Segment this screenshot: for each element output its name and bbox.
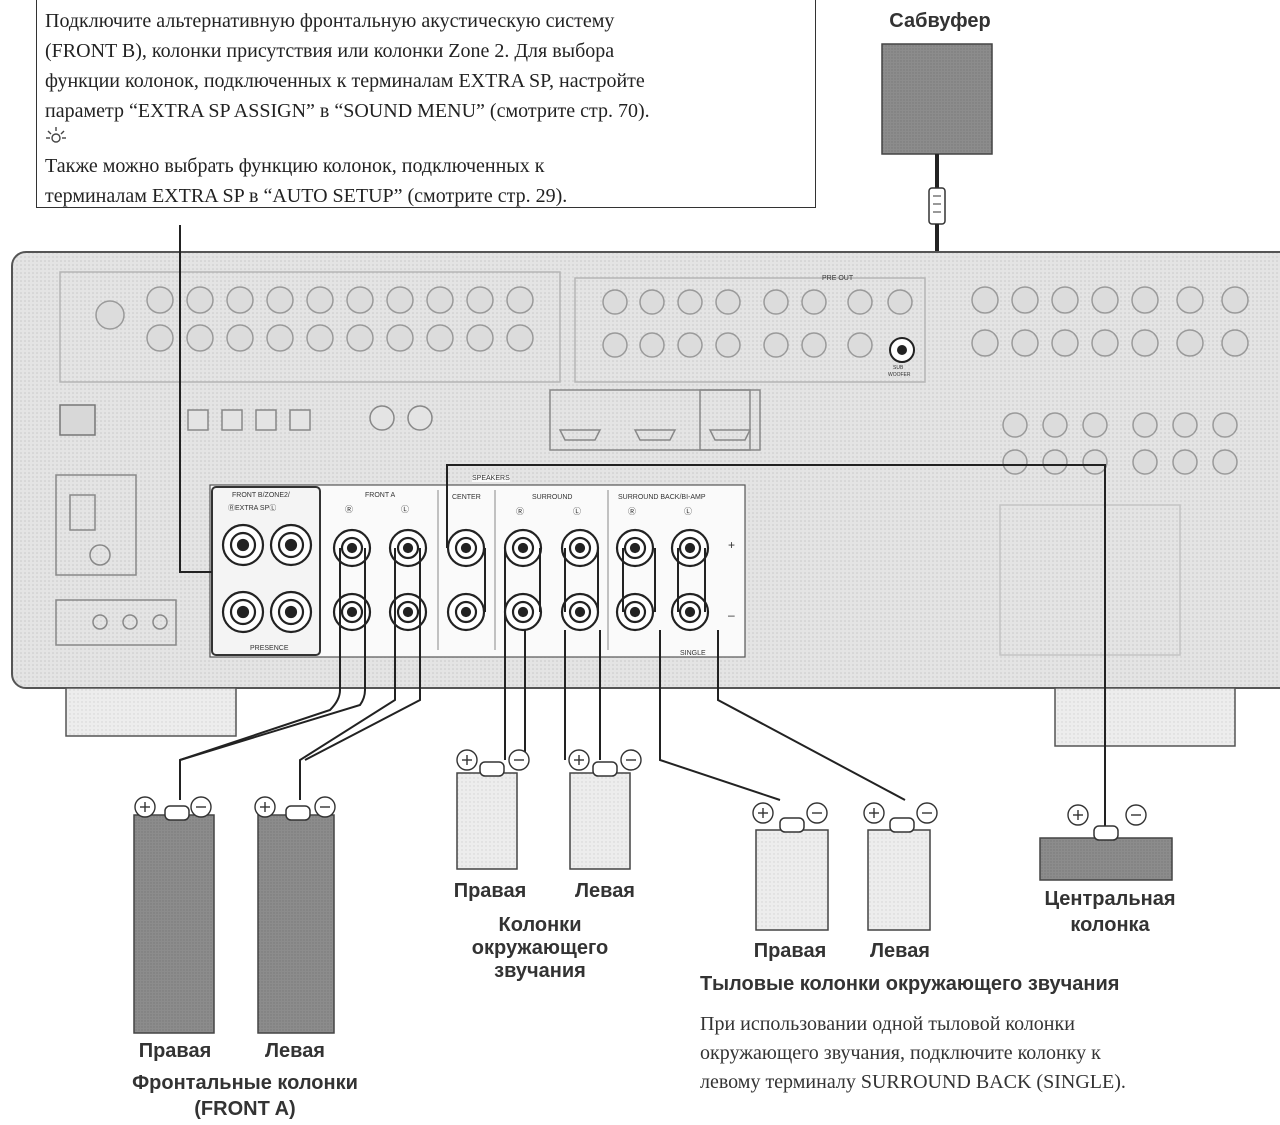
- surround-left-speaker: [569, 761, 631, 870]
- surround-left-label: Левая: [575, 880, 635, 902]
- front-group-label: Фронтальные колонки: [132, 1072, 358, 1094]
- tip-line: терминалам EXTRA SP в “AUTO SETUP” (смот…: [45, 185, 568, 207]
- surround-right-label: Правая: [453, 880, 527, 902]
- front-left-label: Левая: [265, 1040, 325, 1062]
- speaker-terminals: [221, 523, 710, 634]
- single-label: SINGLE: [680, 650, 706, 657]
- note-line: левому терминалу SURROUND BACK (SINGLE).: [700, 1071, 1126, 1093]
- note-box: Подключите альтернативную фронтальную ак…: [36, 0, 816, 208]
- receiver-foot-left: [65, 687, 237, 737]
- surround-right-speaker: [456, 761, 518, 870]
- surround-group-label-1: Колонки: [498, 914, 582, 936]
- note-line: окружающего звучания, подключите колонку…: [700, 1042, 1101, 1064]
- front-group-label-2: (FRONT A): [194, 1098, 296, 1120]
- surround-group-label-2: окружающего: [471, 937, 609, 959]
- sub-woofer-label-2: WOOFER: [888, 372, 911, 378]
- note-line: параметр “EXTRA SP ASSIGN” в “SOUND MENU…: [45, 100, 650, 122]
- front-b-label-1: FRONT B/ZONE2/: [232, 492, 290, 499]
- center-terminal-label: CENTER: [452, 494, 481, 501]
- single-back-note: При использовании одной тыловой колонки …: [700, 1010, 1270, 1097]
- surround-terminal-label: SURROUND: [532, 494, 573, 501]
- lightbulb-icon: [45, 126, 815, 151]
- surround-group-label-3: звучания: [494, 960, 586, 982]
- tip-line: Также можно выбрать функцию колонок, под…: [45, 155, 545, 177]
- center-label-1: Центральная: [1044, 888, 1176, 910]
- front-left-speaker: [257, 805, 335, 1034]
- note-line: (FRONT B), колонки присутствия или колон…: [45, 40, 615, 62]
- receiver-foot-right: [1054, 687, 1236, 747]
- center-speaker: [1039, 825, 1173, 881]
- speakers-label: SPEAKERS: [472, 475, 510, 482]
- surround-back-r-mark: Ⓡ: [628, 507, 636, 516]
- pre-out-label: PRE OUT: [822, 275, 854, 282]
- speaker-wires: [179, 225, 1106, 860]
- surround-back-terminal-label: SURROUND BACK/BI-AMP: [618, 494, 706, 501]
- presence-label: PRESENCE: [250, 645, 289, 652]
- subwoofer-label: Сабвуфер: [889, 10, 991, 32]
- front-a-r-mark: Ⓡ: [345, 505, 353, 514]
- note-line: При использовании одной тыловой колонки: [700, 1013, 1075, 1035]
- surround-r-mark: Ⓡ: [516, 507, 524, 516]
- front-a-l-mark: Ⓛ: [401, 505, 409, 514]
- front-right-label: Правая: [138, 1040, 212, 1062]
- front-right-speaker: [133, 805, 215, 1034]
- surround-l-mark: Ⓛ: [573, 507, 581, 516]
- front-b-label-2: ⓇEXTRA SPⓁ: [228, 505, 277, 512]
- surround-back-l-mark: Ⓛ: [684, 507, 692, 516]
- rca-jacks-right: [971, 286, 1249, 475]
- back-group-label: Тыловые колонки окружающего звучания: [700, 973, 1120, 995]
- back-right-label: Правая: [753, 940, 827, 962]
- sub-woofer-label-1: SUB: [893, 365, 904, 371]
- plus-terminal-label: +: [728, 538, 736, 552]
- rca-jacks-left: [59, 271, 561, 383]
- rca-jacks-preout: [574, 277, 926, 383]
- front-a-label: FRONT A: [365, 492, 396, 499]
- minus-terminal-label: –: [728, 608, 735, 622]
- back-left-label: Левая: [870, 940, 930, 962]
- back-left-speaker: [867, 817, 931, 931]
- subwoofer-box: [881, 43, 993, 155]
- note-line: функции колонок, подключенных к терминал…: [45, 70, 645, 92]
- note-line: Подключите альтернативную фронтальную ак…: [45, 10, 615, 32]
- center-label-2: колонка: [1070, 914, 1150, 936]
- back-right-speaker: [755, 817, 829, 931]
